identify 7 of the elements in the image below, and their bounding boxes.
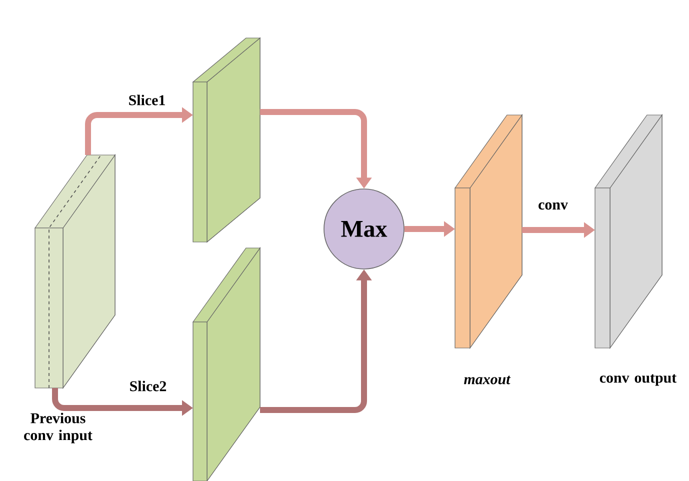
node-label: maxout <box>464 376 511 384</box>
edge-label: Slice1 <box>129 94 165 106</box>
edge-label: Slice2 <box>130 380 166 392</box>
node-label: Previous conv input <box>24 412 92 444</box>
layer-slab: Previous conv input <box>24 154 116 444</box>
node-label: conv output <box>600 374 677 386</box>
edge-label: conv <box>538 202 568 210</box>
